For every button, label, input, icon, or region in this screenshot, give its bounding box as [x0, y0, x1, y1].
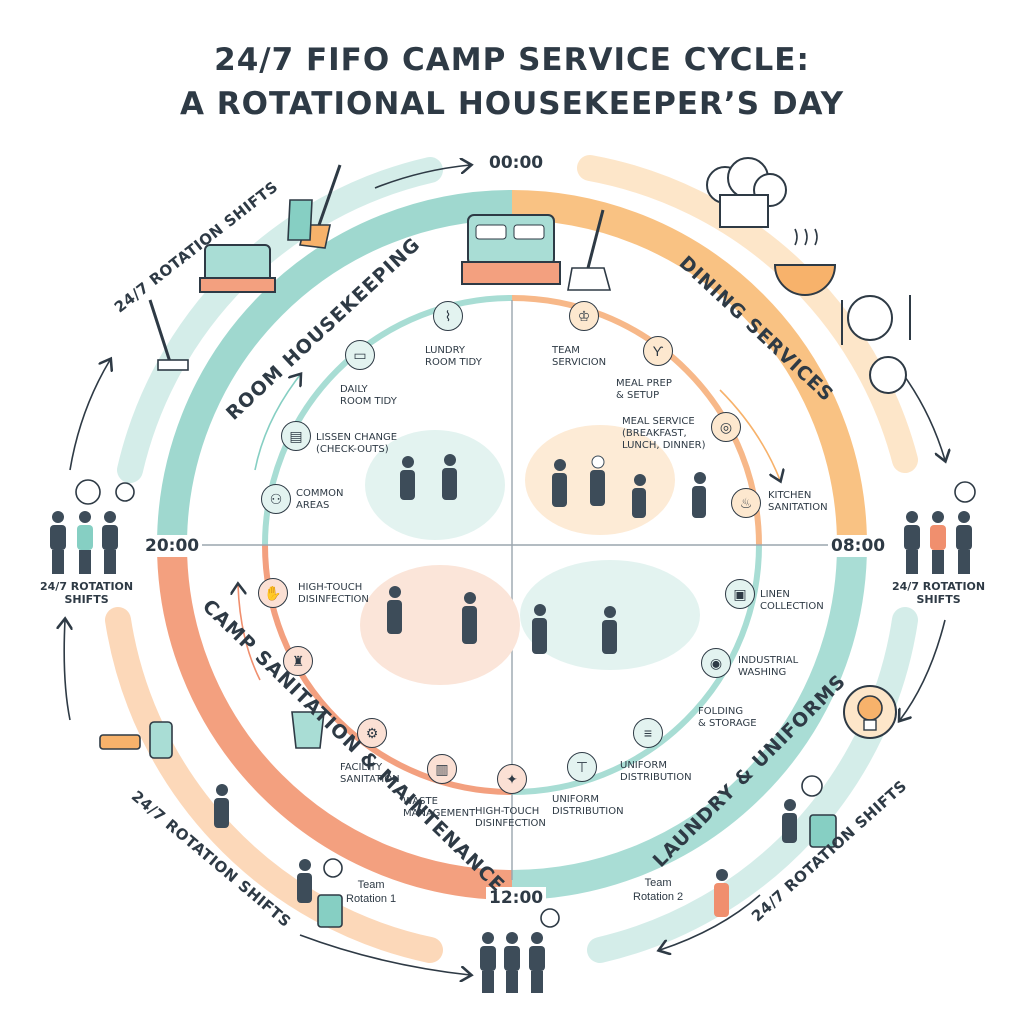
scene-room [365, 430, 505, 540]
ring-laundry [511, 544, 867, 900]
ring-dining [511, 190, 867, 546]
utensils-task-icon: ϒ [643, 336, 673, 366]
time-label-0800: 08:00 [828, 535, 889, 557]
ring-room [157, 190, 513, 546]
scene-blobs [360, 425, 700, 685]
chef-task-icon: ♔ [569, 301, 599, 331]
pot-task-icon: ♨ [731, 488, 761, 518]
bed-icon-small [199, 244, 276, 293]
folded-clothes-task-icon: ≡ [633, 718, 663, 748]
ring-sanitation [157, 544, 513, 900]
basket-task-icon: ▣ [725, 579, 755, 609]
mop-icon [567, 209, 612, 291]
inner-arrows [238, 375, 780, 681]
clock-icon [75, 479, 976, 928]
linen-task-icon: ▤ [281, 421, 311, 451]
time-label-1200: 12:00 [486, 887, 547, 909]
bed-task-icon: ▭ [345, 340, 375, 370]
page-title-line2: A ROTATIONAL HOUSEKEEPER’S DAY [179, 86, 845, 122]
plate-icon [841, 295, 911, 394]
worker-group-bottom [480, 932, 545, 993]
outer-arc-bottom-left [105, 607, 443, 963]
recycle-bin-icon [317, 814, 837, 928]
task-meal-service: MEAL SERVICE(BREAKFAST,LUNCH, DINNER) [622, 416, 706, 451]
gear-task-icon: ⚙ [357, 718, 387, 748]
lightbulb-icon [843, 685, 897, 739]
time-label-2000: 20:00 [142, 535, 203, 557]
task-folding-storage: FOLDING& STORAGE [698, 706, 757, 729]
people-task-icon: ⚇ [261, 484, 291, 514]
outer-arc-bottom-right [587, 607, 918, 963]
broom-task-icon: ⌇ [433, 301, 463, 331]
worker-group-right [904, 511, 972, 574]
section-ring [157, 190, 867, 900]
shirt-task-icon: ⊤ [567, 752, 597, 782]
mop-icon-left [148, 299, 189, 371]
task-linen-change: LISSEN CHANGE(CHECK-OUTS) [316, 432, 398, 455]
spray-task-icon: ♜ [283, 646, 313, 676]
spray-bottle-icon [99, 721, 173, 759]
dustpan-icon [287, 199, 313, 241]
washer-task-icon: ◉ [701, 648, 731, 678]
bowl-icon [773, 228, 837, 296]
scene-sanitation [360, 565, 520, 685]
bucket-icon [291, 711, 325, 749]
chef-hat-icon [706, 157, 787, 228]
page-title-line1: 24/7 FIFO CAMP SERVICE CYCLE: [214, 42, 810, 78]
task-meal-prep: MEAL PREP& SETUP [616, 378, 672, 401]
trash-task-icon: ▥ [427, 754, 457, 784]
time-label-0000: 00:00 [486, 152, 547, 174]
sparkle-task-icon: ✦ [497, 764, 527, 794]
plate-task-icon: ◎ [711, 412, 741, 442]
worker-group-left [50, 511, 118, 574]
bed-icon [461, 214, 561, 285]
hand-task-icon: ✋ [258, 578, 288, 608]
scene-workers [214, 454, 797, 917]
